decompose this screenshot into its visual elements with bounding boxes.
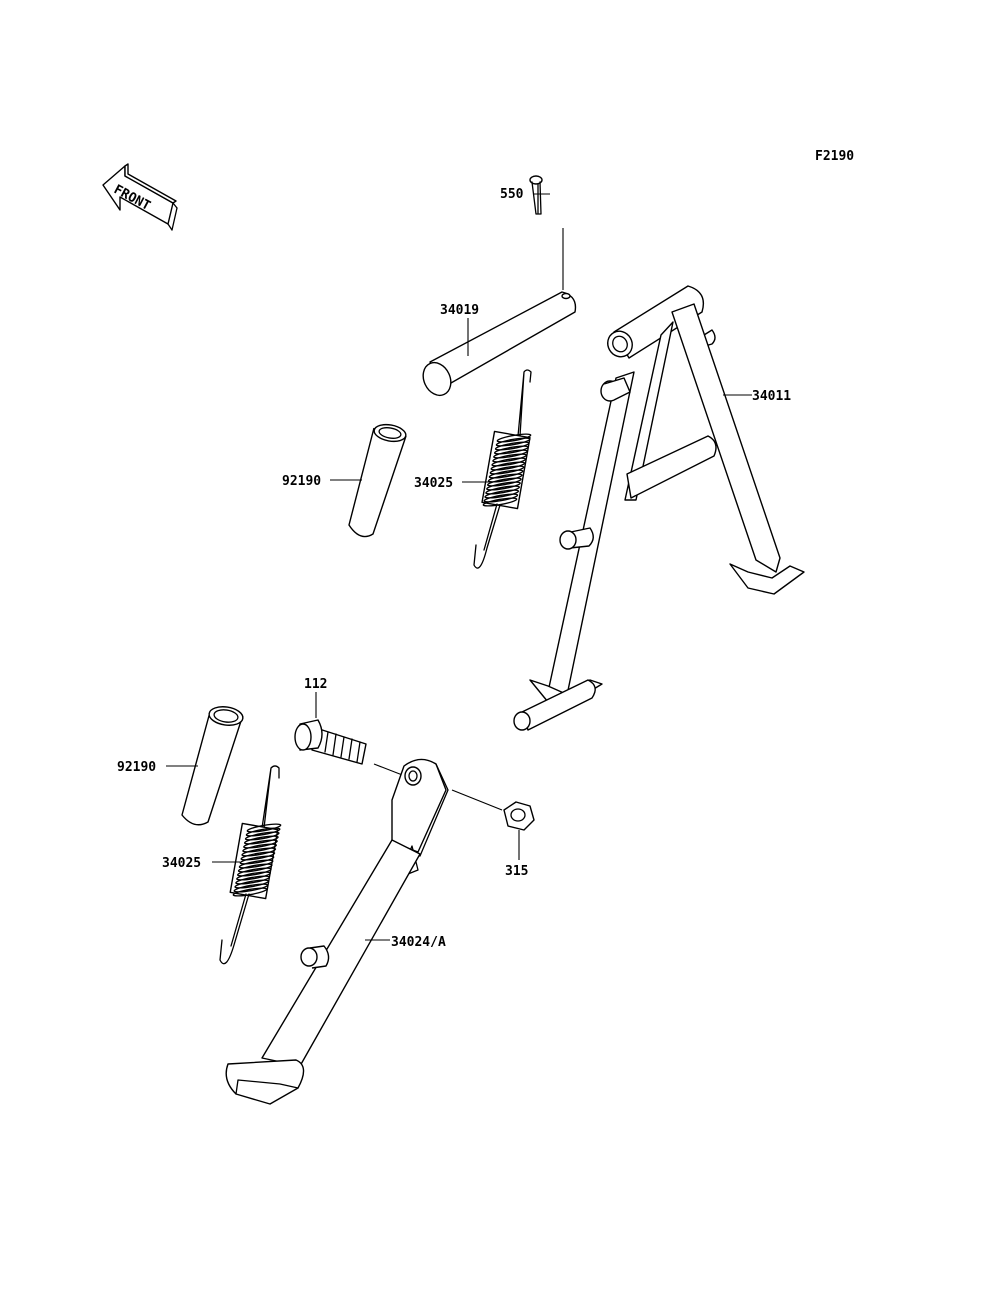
- collar-92190-top: [348, 423, 407, 538]
- label-34019: 34019: [440, 303, 479, 318]
- figure-code: F2190: [815, 149, 854, 164]
- main-stand-34011: [513, 285, 805, 731]
- label-34025-bottom: 34025: [162, 856, 201, 871]
- label-92190-bottom: 92190: [117, 760, 156, 775]
- label-34025-top: 34025: [414, 476, 453, 491]
- label-34011: 34011: [752, 389, 791, 404]
- label-550: 550: [500, 187, 524, 202]
- spring-34025-bottom: [219, 765, 282, 965]
- label-315: 315: [505, 864, 528, 879]
- cotter-pin-550: [529, 175, 564, 290]
- label-34024A: 34024/A: [391, 935, 446, 950]
- side-stand-34024A: [225, 758, 449, 1105]
- label-92190-top: 92190: [282, 474, 321, 489]
- label-112: 112: [304, 677, 327, 692]
- spring-34025-top: [473, 369, 532, 569]
- pivot-pin-34019: [422, 291, 577, 397]
- collar-92190-bottom: [181, 706, 244, 826]
- nut-315: [451, 789, 535, 831]
- bolt-112: [294, 719, 411, 779]
- front-arrow-icon: FRONT: [102, 163, 178, 231]
